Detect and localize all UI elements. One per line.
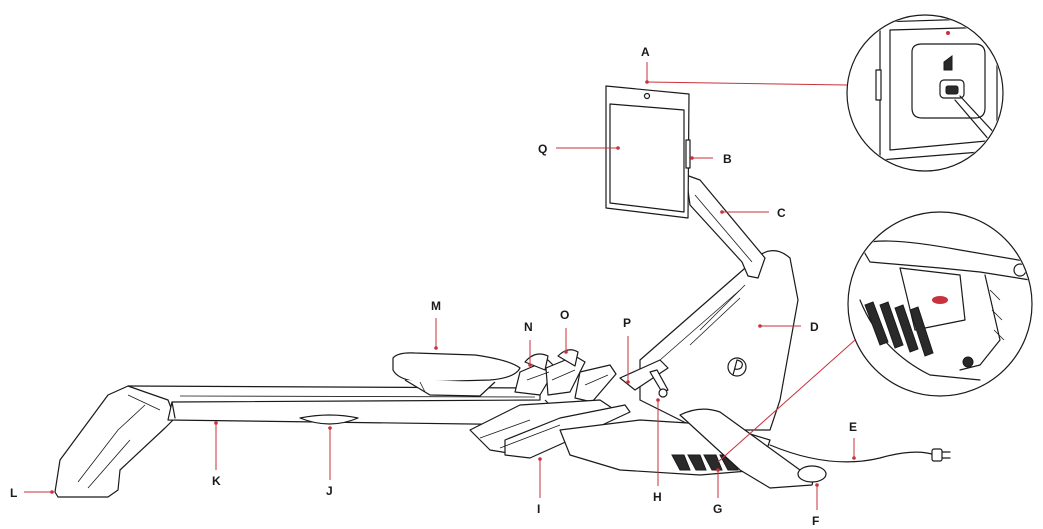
handlebar [619, 289, 741, 398]
rear-stabilizer [54, 385, 176, 498]
callout-J: J [326, 426, 333, 498]
callout-A: A [641, 45, 650, 84]
callout-label-M: M [431, 299, 441, 313]
callout-G: G [713, 468, 722, 516]
brand-logo-icon [727, 357, 747, 377]
callout-B: B [690, 152, 732, 166]
inset-screen-back [846, 14, 1004, 172]
callout-label-F: F [812, 514, 819, 528]
callout-label-G: G [713, 502, 722, 516]
inset-connector-top [646, 81, 848, 86]
callout-K: K [212, 421, 221, 488]
power-cord [769, 444, 936, 463]
camera-icon [643, 92, 651, 100]
callout-label-A: A [641, 45, 650, 59]
rail-handle [299, 414, 359, 425]
callout-label-I: I [537, 502, 540, 516]
callout-label-Q: Q [538, 142, 547, 156]
callout-label-P: P [623, 316, 631, 330]
flywheel-vents [671, 454, 739, 471]
callout-Q: Q [538, 142, 620, 156]
callout-label-C: C [777, 206, 786, 220]
callout-O: O [560, 308, 569, 354]
callout-H: H [653, 398, 662, 504]
console-arm [685, 174, 766, 279]
callout-label-E: E [849, 420, 857, 434]
callouts: A B C D E F [10, 45, 857, 528]
rower-illustration [54, 85, 951, 498]
callout-label-D: D [810, 320, 819, 334]
callout-label-L: L [10, 486, 17, 500]
callout-F: F [812, 483, 819, 528]
callout-C: C [720, 206, 786, 220]
touchscreen [605, 85, 691, 219]
callout-label-B: B [723, 152, 732, 166]
callout-P: P [623, 316, 631, 384]
callout-E: E [849, 420, 857, 460]
callout-I: I [537, 457, 542, 516]
front-wheel [797, 465, 827, 483]
power-plug-icon [931, 448, 951, 462]
callout-label-O: O [560, 308, 569, 322]
console-body [639, 250, 799, 431]
callout-label-K: K [212, 474, 221, 488]
seat [392, 352, 521, 397]
inset-flywheel [847, 211, 1033, 397]
callout-N: N [524, 320, 533, 367]
callout-M: M [431, 299, 441, 350]
inset-connector-right [717, 339, 856, 463]
foot-plates [514, 349, 617, 403]
callout-label-H: H [653, 490, 662, 504]
callout-label-N: N [524, 320, 533, 334]
callout-D: D [758, 320, 819, 334]
volume-buttons [685, 139, 691, 169]
callout-label-J: J [326, 484, 333, 498]
callout-L: L [10, 486, 54, 500]
